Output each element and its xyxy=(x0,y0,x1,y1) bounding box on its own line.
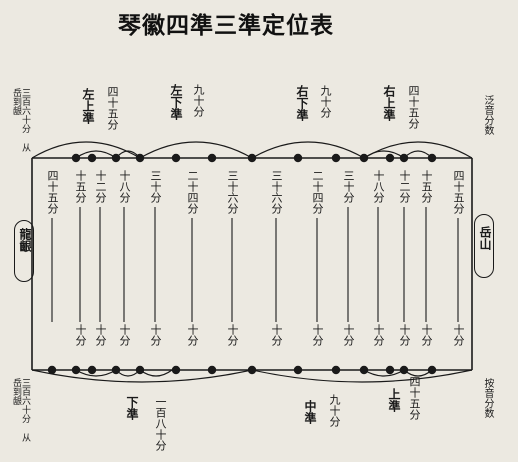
top-hui-dot xyxy=(399,153,409,163)
column-bottom-label: 十分 xyxy=(74,324,87,346)
column-top-label: 四十五分 xyxy=(46,170,59,214)
bottom-hui-dot xyxy=(359,365,369,375)
column-top-label: 三十分 xyxy=(149,170,162,203)
zhong-count: 九十分 xyxy=(328,394,341,427)
xia-count: 一百八十分 xyxy=(154,396,167,451)
column-top-label: 三十六分 xyxy=(226,170,239,214)
column-top-label: 四十五分 xyxy=(452,170,465,214)
column-top-label: 二十四分 xyxy=(186,170,199,214)
bottom-hui-dot xyxy=(71,365,81,375)
top-hui-dot xyxy=(331,153,341,163)
bottom-hui-dot xyxy=(207,365,217,375)
top-arc xyxy=(403,150,433,159)
top-hui-dot xyxy=(427,153,437,163)
top-hui-dot xyxy=(385,153,395,163)
bottom-left-note: 三百六十分 从岳到龈 xyxy=(11,378,30,442)
column-top-label: 二十四分 xyxy=(311,170,324,214)
you-shang-name: 右上準 xyxy=(382,85,396,121)
top-arc xyxy=(363,150,405,159)
top-hui-dot xyxy=(111,153,121,163)
column-top-label: 三十分 xyxy=(342,170,355,203)
column-bottom-label: 十分 xyxy=(94,324,107,346)
top-hui-dot xyxy=(135,153,145,163)
column-bottom-label: 十分 xyxy=(398,324,411,346)
xia-name: 下準 xyxy=(125,396,139,420)
column-bottom-label: 十分 xyxy=(372,324,385,346)
column-top-label: 三十六分 xyxy=(270,170,283,214)
longlu-oval xyxy=(14,220,34,282)
shang-count: 四十五分 xyxy=(408,376,421,420)
yueshan-oval xyxy=(474,214,494,278)
top-arc xyxy=(363,141,473,159)
bottom-hui-dot xyxy=(247,365,257,375)
top-hui-dot xyxy=(71,153,81,163)
you-xia-name: 右下準 xyxy=(295,85,309,121)
bottom-arc xyxy=(139,369,173,377)
bottom-arc xyxy=(251,369,473,383)
bottom-hui-dot xyxy=(111,365,121,375)
you-xia-count: 九十分 xyxy=(319,85,332,118)
bottom-arc xyxy=(363,369,405,377)
bottom-hui-dot xyxy=(87,365,97,375)
bottom-hui-dot xyxy=(293,365,303,375)
zuo-shang-name: 左上準 xyxy=(81,88,95,124)
top-right-note: 泛音分数 xyxy=(482,95,493,135)
column-bottom-label: 十分 xyxy=(311,324,324,346)
zuo-xia-name: 左下準 xyxy=(169,84,183,120)
zuo-shang-count: 四十五分 xyxy=(106,86,119,130)
bottom-hui-dot xyxy=(331,365,341,375)
top-hui-dot xyxy=(207,153,217,163)
bottom-arc xyxy=(31,369,253,383)
top-hui-dot xyxy=(359,153,369,163)
column-bottom-label: 十分 xyxy=(186,324,199,346)
bottom-hui-dot xyxy=(385,365,395,375)
top-hui-dot xyxy=(293,153,303,163)
column-bottom-label: 十分 xyxy=(226,324,239,346)
top-left-note: 三百六十分 从岳到龈 xyxy=(11,88,30,152)
column-top-label: 十五分 xyxy=(74,170,87,203)
bottom-hui-dot xyxy=(135,365,145,375)
zuo-xia-count: 九十分 xyxy=(192,84,205,117)
top-arc xyxy=(139,141,253,159)
column-bottom-label: 十分 xyxy=(270,324,283,346)
column-bottom-label: 十分 xyxy=(342,324,355,346)
bottom-hui-dot xyxy=(47,365,57,375)
bottom-hui-dot xyxy=(427,365,437,375)
top-hui-dot xyxy=(87,153,97,163)
column-top-label: 十八分 xyxy=(372,170,385,203)
you-shang-count: 四十五分 xyxy=(407,85,420,129)
top-hui-dot xyxy=(247,153,257,163)
column-bottom-label: 十分 xyxy=(452,324,465,346)
column-bottom-label: 十分 xyxy=(149,324,162,346)
column-top-label: 十八分 xyxy=(118,170,131,203)
column-bottom-label: 十分 xyxy=(118,324,131,346)
column-top-label: 十二分 xyxy=(398,170,411,203)
top-hui-dot xyxy=(171,153,181,163)
shang-name: 上準 xyxy=(387,388,401,412)
bottom-hui-dot xyxy=(399,365,409,375)
longlu-label: 龍齦 xyxy=(18,228,32,252)
zhong-name: 中準 xyxy=(303,400,317,424)
diagram-title: 琴徽四準三準定位表 xyxy=(118,12,334,39)
top-arc xyxy=(31,141,141,159)
bottom-right-note: 按音分数 xyxy=(482,378,493,418)
column-top-label: 十二分 xyxy=(94,170,107,203)
top-arc xyxy=(251,141,365,159)
yueshan-label: 岳山 xyxy=(478,226,492,250)
column-bottom-label: 十分 xyxy=(420,324,433,346)
column-top-label: 十五分 xyxy=(420,170,433,203)
bottom-hui-dot xyxy=(171,365,181,375)
